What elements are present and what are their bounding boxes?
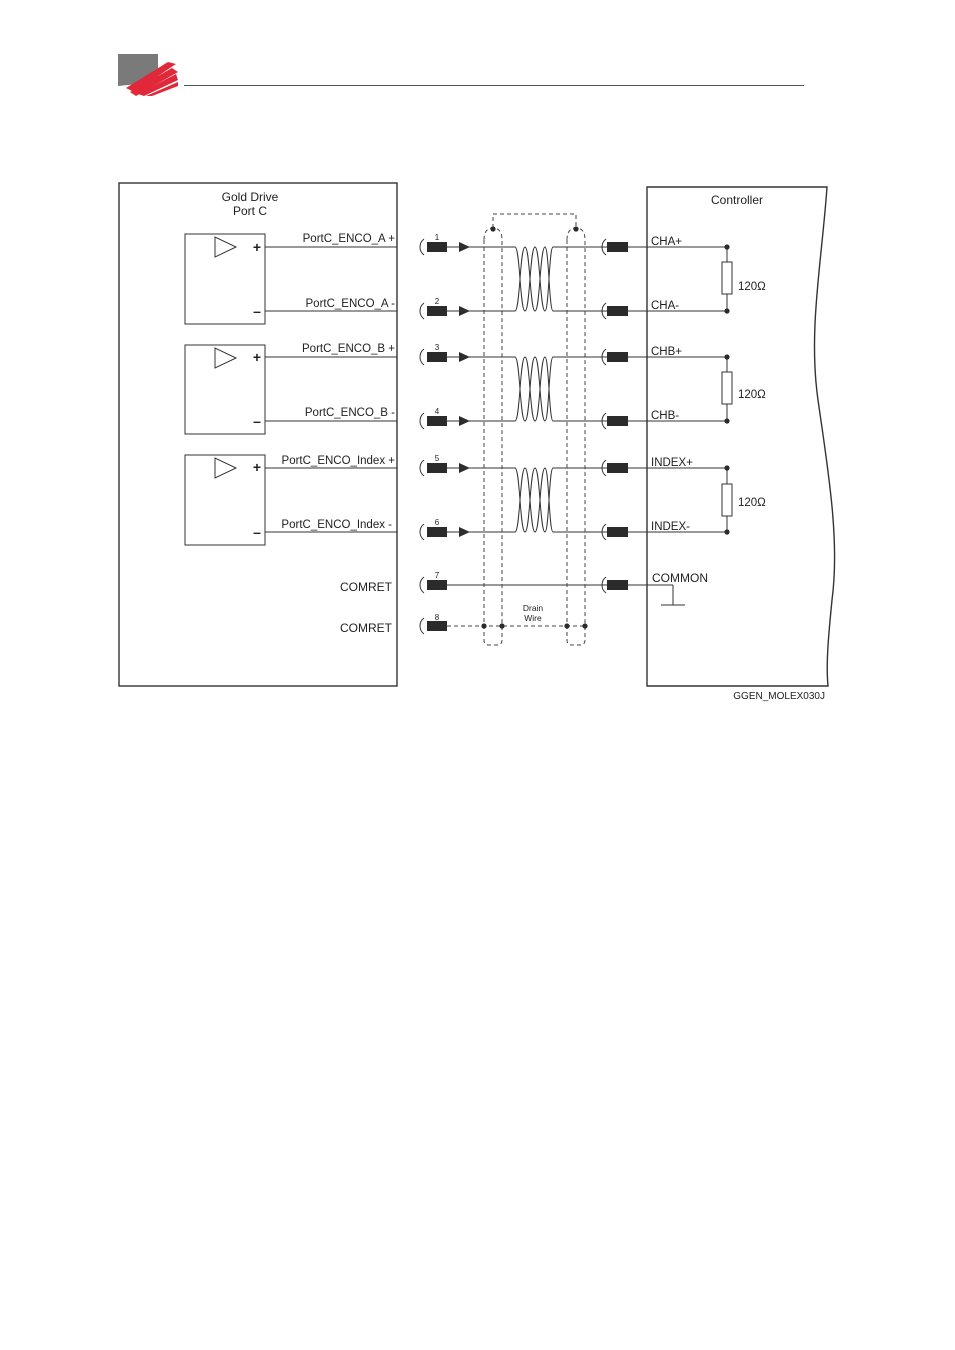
- drive-title-line2: Port C: [233, 204, 267, 218]
- controller-signal-label: INDEX+: [651, 457, 693, 469]
- controller-title: Controller: [711, 193, 763, 207]
- drive-signal-label: PortC_ENCO_B -: [305, 407, 395, 419]
- drive-signal-label: PortC_ENCO_Index -: [281, 519, 392, 531]
- drive-signal-label: PortC_ENCO_A -: [306, 298, 396, 310]
- drive-signal-label: COMRET: [340, 580, 393, 594]
- drive-signal-label: PortC_ENCO_Index +: [282, 455, 396, 467]
- driver-a-triangle: [215, 237, 236, 257]
- driver-b-triangle: [215, 348, 236, 368]
- pin-number: 8: [435, 613, 440, 622]
- figure-id: GGEN_MOLEX030J: [733, 691, 825, 702]
- controller-box: [647, 187, 835, 686]
- controller-signal-label: CHB-: [651, 410, 679, 422]
- cable-shield: [447, 214, 586, 645]
- controller-signal-label: CHA+: [651, 236, 682, 248]
- driver-a: + –: [185, 234, 265, 324]
- drive-signal-label: PortC_ENCO_A +: [303, 233, 396, 245]
- driver-a-minus: –: [253, 303, 261, 319]
- shield-junction-dots: [481, 226, 587, 628]
- twisted-pair-b: [515, 357, 553, 421]
- resistor-value: 120Ω: [738, 389, 766, 401]
- driver-index: + –: [185, 455, 265, 545]
- resistor-index: [722, 465, 732, 534]
- controller-connectors: [602, 239, 606, 593]
- drive-internal-lines: [265, 247, 397, 532]
- wiring-diagram: Gold Drive Port C + – + – + – PortC_ENCO…: [0, 0, 955, 720]
- drive-signal-label: PortC_ENCO_B +: [302, 343, 395, 355]
- pin-number: 2: [435, 297, 440, 306]
- driver-b: + –: [185, 345, 265, 434]
- controller-signal-label: CHB+: [651, 346, 682, 358]
- pin-number: 1: [435, 233, 440, 242]
- pin-number: 3: [435, 343, 440, 352]
- resistor-chb: [722, 354, 732, 423]
- driver-index-plus: +: [253, 459, 261, 475]
- drive-arrow-heads: [459, 242, 470, 537]
- driver-a-plus: +: [253, 239, 261, 255]
- pin-number: 4: [435, 407, 440, 416]
- controller-signal-label: CHA-: [651, 300, 679, 312]
- driver-index-triangle: [215, 458, 236, 478]
- twisted-pair-index: [515, 468, 553, 532]
- drain-wire-label-line2: Wire: [524, 613, 542, 623]
- pin-number: 7: [435, 571, 440, 580]
- drain-wire-label-line1: Drain: [523, 603, 544, 613]
- resistor-value: 120Ω: [738, 497, 766, 509]
- pin-number: 6: [435, 518, 440, 527]
- twisted-pair-a: [515, 247, 553, 311]
- drive-signal-label: COMRET: [340, 621, 393, 635]
- controller-signal-label: INDEX-: [651, 521, 690, 533]
- driver-index-minus: –: [253, 524, 261, 540]
- resistor-value: 120Ω: [738, 281, 766, 293]
- driver-b-minus: –: [253, 413, 261, 429]
- drive-title-line1: Gold Drive: [222, 190, 279, 204]
- driver-b-plus: +: [253, 349, 261, 365]
- resistor-cha: [722, 244, 732, 313]
- pin-number: 5: [435, 454, 440, 463]
- controller-signal-label: COMMON: [652, 571, 708, 585]
- drive-connectors: [420, 239, 424, 634]
- controller-connector-blocks: [607, 242, 628, 590]
